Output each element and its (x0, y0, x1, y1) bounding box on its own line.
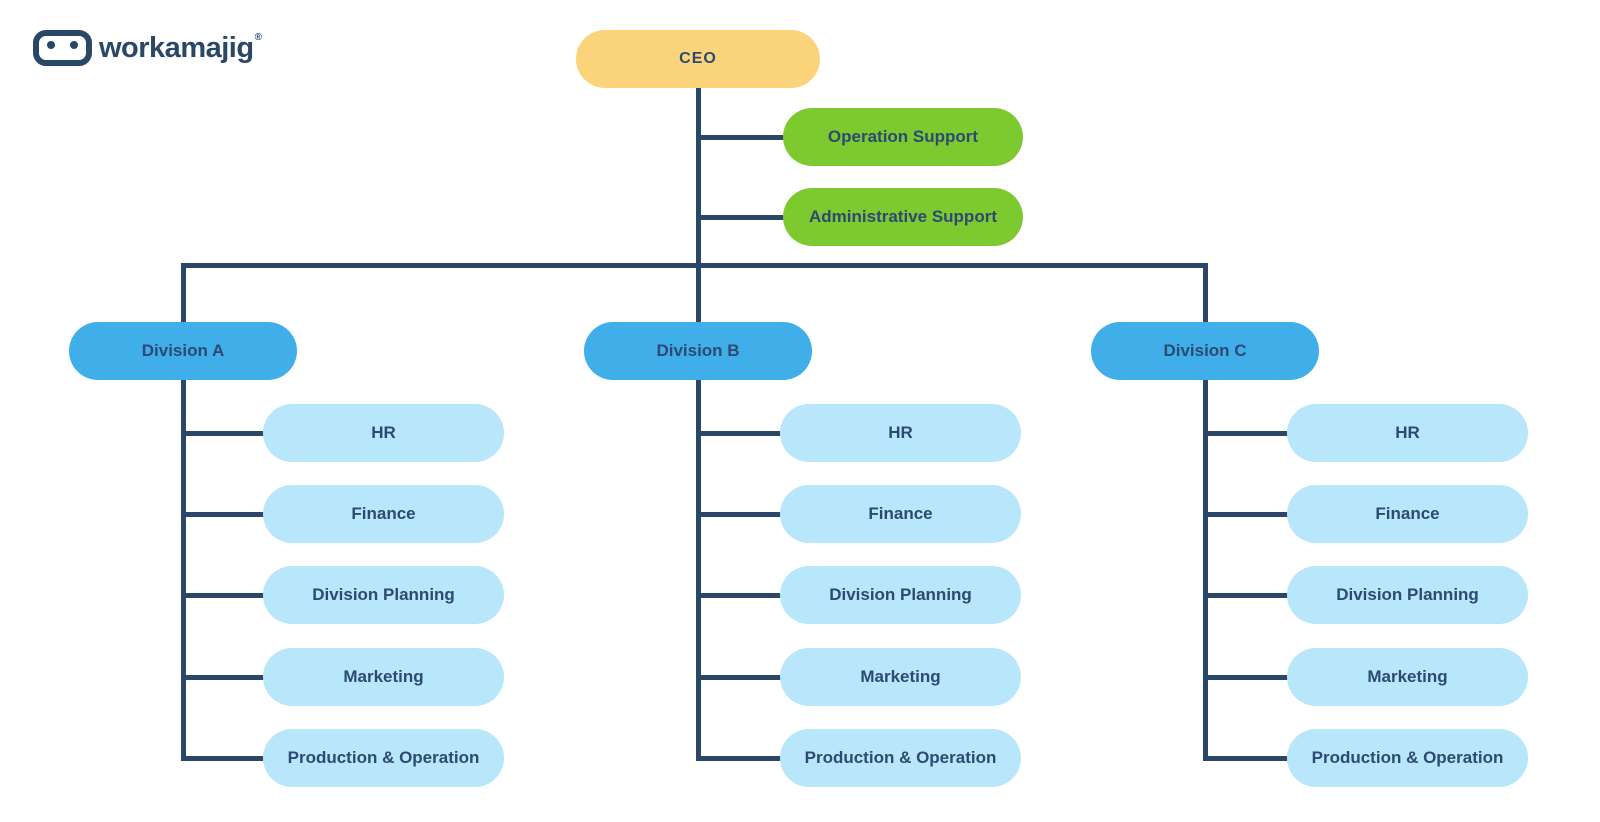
node-division-a-label: Division A (141, 341, 225, 360)
connector-division-b-planning-stub (695, 592, 782, 598)
connector-division-a-hr-stub (180, 430, 265, 436)
connector-operation-support-stub (695, 134, 784, 140)
node-division-b-hr-label: HR (888, 423, 913, 442)
connector-division-c-finance-stub (1202, 511, 1289, 517)
node-division-c-label: Division C (1163, 341, 1247, 360)
node-division-c-finance-label: Finance (1375, 504, 1440, 523)
connector-division-a-finance-stub (180, 511, 265, 517)
workamajig-logo-icon (33, 30, 92, 66)
node-division-a-hr-label: HR (371, 423, 396, 442)
node-division-c-division-planning-label: Division Planning (1336, 585, 1479, 604)
connector-division-rail (180, 262, 1208, 268)
node-division-c: Division C (1091, 322, 1319, 380)
node-division-b-hr: HR (780, 404, 1021, 462)
connector-division-c-marketing-stub (1202, 674, 1289, 680)
node-division-a-division-planning-label: Division Planning (312, 585, 455, 604)
node-division-a-finance-label: Finance (351, 504, 416, 523)
connector-division-b-hr-stub (695, 430, 782, 436)
node-division-b-division-planning: Division Planning (780, 566, 1021, 624)
node-division-b-marketing: Marketing (780, 648, 1021, 706)
node-division-a-production-operation-label: Production & Operation (287, 748, 480, 767)
workamajig-logo: workamajig ® (33, 28, 262, 68)
node-division-a-production-operation: Production & Operation (263, 729, 504, 787)
node-operation-support: Operation Support (783, 108, 1023, 166)
connector-division-a-planning-stub (180, 592, 265, 598)
connector-division-b-marketing-stub (695, 674, 782, 680)
node-division-b-production-operation: Production & Operation (780, 729, 1021, 787)
node-division-a-marketing-label: Marketing (343, 667, 424, 686)
connector-division-c-hr-stub (1202, 430, 1289, 436)
node-division-c-production-operation: Production & Operation (1287, 729, 1528, 787)
node-division-a: Division A (69, 322, 297, 380)
node-division-a-hr: HR (263, 404, 504, 462)
connector-ceo-to-division-b-column (695, 88, 701, 760)
connector-division-b-finance-stub (695, 511, 782, 517)
node-division-a-division-planning: Division Planning (263, 566, 504, 624)
node-division-c-finance: Finance (1287, 485, 1528, 543)
logo-eye-left-icon (47, 41, 55, 49)
connector-division-c-planning-stub (1202, 592, 1289, 598)
logo-brand-text: workamajig (99, 32, 254, 64)
node-division-b-division-planning-label: Division Planning (829, 585, 972, 604)
node-division-c-hr: HR (1287, 404, 1528, 462)
node-division-a-finance: Finance (263, 485, 504, 543)
connector-division-a-production-stub (180, 755, 265, 761)
node-division-c-division-planning: Division Planning (1287, 566, 1528, 624)
node-ceo-label: CEO (679, 50, 717, 67)
node-division-a-marketing: Marketing (263, 648, 504, 706)
node-division-b-finance: Finance (780, 485, 1021, 543)
logo-eye-right-icon (70, 41, 78, 49)
node-administrative-support-label: Administrative Support (809, 207, 997, 226)
registered-trademark-symbol: ® (254, 32, 262, 43)
connector-administrative-support-stub (695, 214, 784, 220)
connector-division-a-marketing-stub (180, 674, 265, 680)
node-division-c-production-operation-label: Production & Operation (1311, 748, 1504, 767)
node-ceo: CEO (576, 30, 820, 88)
node-division-b-production-operation-label: Production & Operation (804, 748, 997, 767)
connector-division-b-production-stub (695, 755, 782, 761)
node-division-b-label: Division B (656, 341, 740, 360)
node-division-c-marketing-label: Marketing (1367, 667, 1448, 686)
node-administrative-support: Administrative Support (783, 188, 1023, 246)
node-operation-support-label: Operation Support (827, 127, 979, 146)
node-division-b-finance-label: Finance (868, 504, 933, 523)
node-division-b: Division B (584, 322, 812, 380)
connector-division-c-production-stub (1202, 755, 1289, 761)
node-division-c-hr-label: HR (1395, 423, 1420, 442)
node-division-b-marketing-label: Marketing (860, 667, 941, 686)
node-division-c-marketing: Marketing (1287, 648, 1528, 706)
